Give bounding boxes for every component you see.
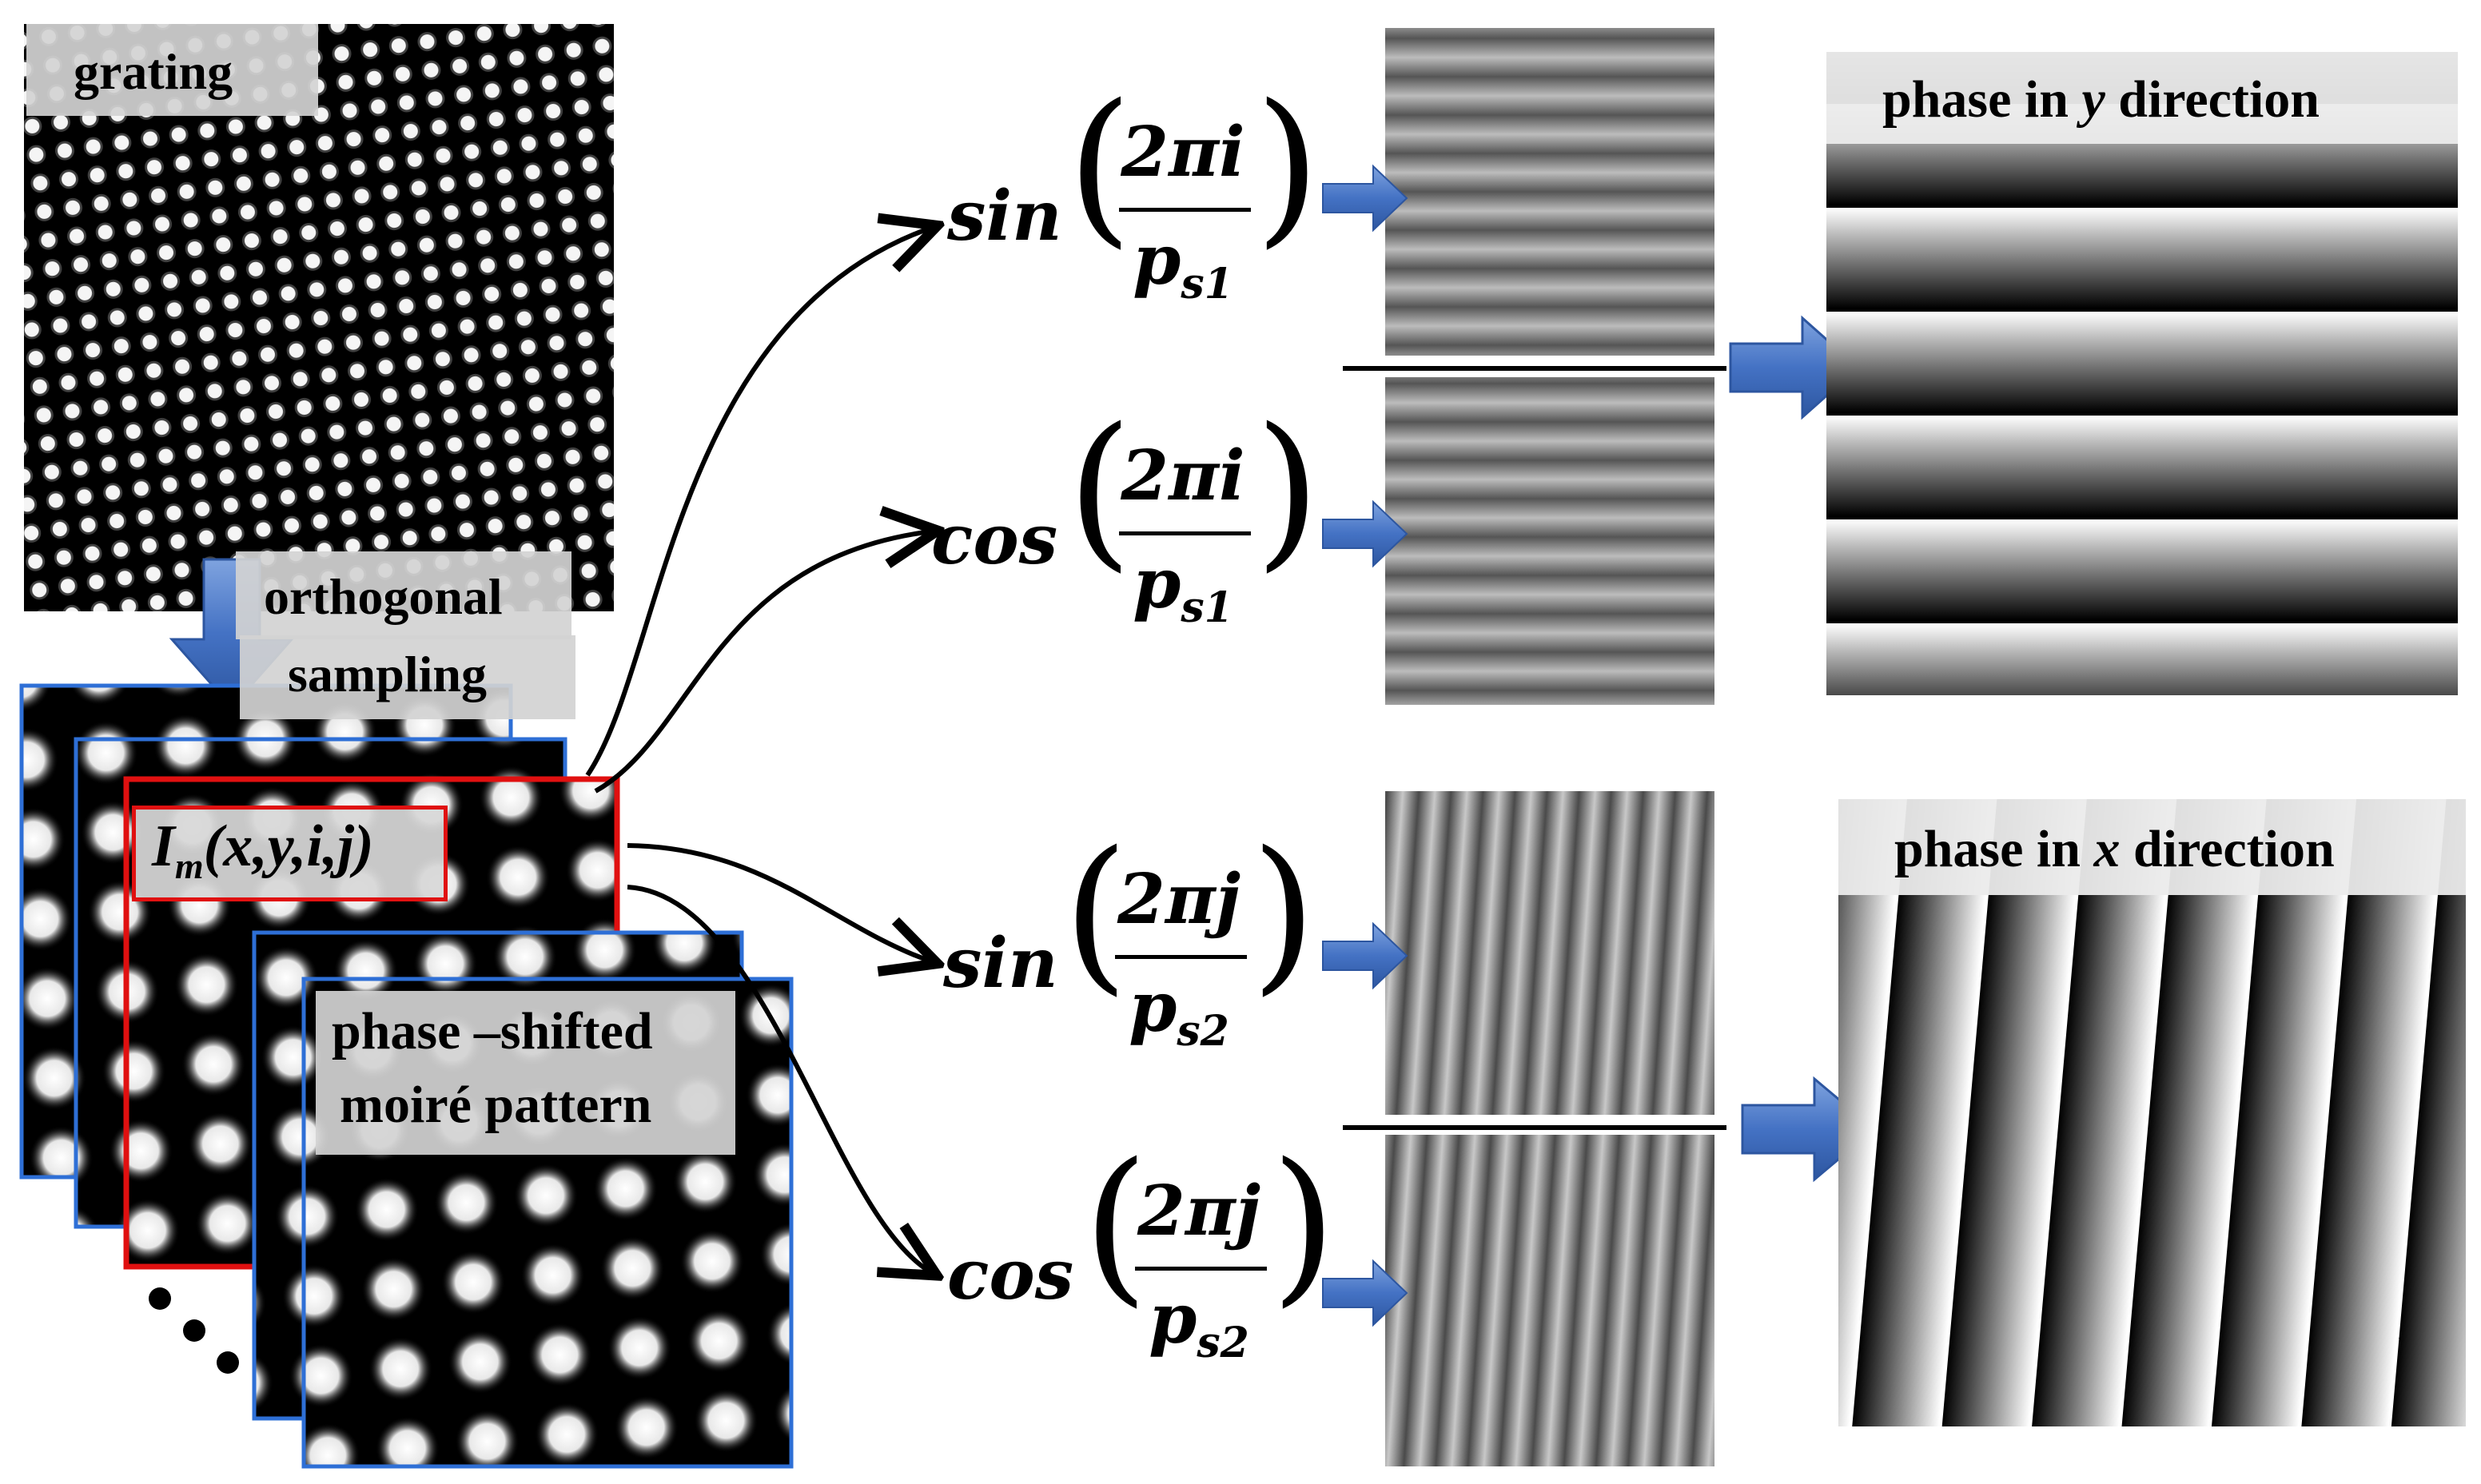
- formula-denominator: ps1: [1133, 543, 1233, 633]
- ellipsis-dot: [183, 1319, 205, 1342]
- intensity-label: Im(x,y,i,j): [152, 817, 374, 885]
- sin-j-fringe-image: [1385, 791, 1714, 1115]
- formula-cos-i: cos ( 2πi ps1 ): [931, 406, 1320, 663]
- phase-y-prefix: phase in: [1882, 70, 2082, 129]
- paren-left: (: [1063, 815, 1129, 1011]
- small-arrow-icon: [1322, 499, 1408, 568]
- formula-fn: cos: [931, 499, 1058, 580]
- cos-i-fringe-image: [1385, 377, 1714, 705]
- formula-bar: [1135, 1267, 1267, 1271]
- phase-y-map: [1826, 52, 2458, 695]
- curve-arrow-sin-j: [627, 843, 931, 961]
- grating-label-bg: [26, 24, 318, 116]
- formula-bar: [1119, 208, 1251, 212]
- paren-right: ): [1251, 815, 1316, 1011]
- division-bar-x: [1343, 1125, 1726, 1130]
- formula-bar: [1115, 955, 1247, 959]
- phase-x-label-bg: [1838, 799, 2466, 895]
- ellipsis-dot: [217, 1351, 239, 1374]
- formula-fn: cos: [947, 1235, 1074, 1315]
- paren-left: (: [1083, 1127, 1149, 1323]
- paren-left: (: [1067, 392, 1133, 587]
- curve-arrow-cos-i: [594, 531, 931, 794]
- phase-x-suffix: direction: [2120, 820, 2335, 878]
- formula-numerator: 2πj: [1117, 859, 1240, 940]
- phase-x-label: phase in x direction: [1894, 823, 2335, 876]
- sin-i-fringe-image: [1385, 28, 1714, 356]
- formula-numerator: 2πi: [1121, 112, 1245, 193]
- formula-sin-i: sin ( 2πi ps1 ): [947, 82, 1320, 340]
- curve-arrow-sin-i: [585, 228, 931, 777]
- phase-x-map: [1838, 799, 2466, 1426]
- phase-y-label: phase in y direction: [1882, 74, 2320, 126]
- formula-fn: sin: [943, 923, 1058, 1004]
- phase-shifted-label-bg: [316, 991, 735, 1155]
- paren-left: (: [1067, 68, 1133, 264]
- paren-right: ): [1271, 1127, 1336, 1323]
- formula-cos-j: cos ( 2πj ps2 ): [947, 1141, 1336, 1398]
- curve-arrow-cos-j: [627, 885, 931, 1272]
- intensity-label-box: [132, 806, 448, 901]
- formula-bar: [1119, 531, 1251, 535]
- small-arrow-icon: [1322, 921, 1408, 990]
- orthogonal-label-bg: [236, 551, 571, 639]
- formula-sin-j: sin ( 2πj ps2 ): [943, 830, 1316, 1087]
- intensity-args: (x,y,i,j): [203, 814, 374, 879]
- grating-label: grating: [74, 43, 233, 100]
- intensity-symbol: I: [152, 814, 175, 879]
- grating-image: [24, 24, 614, 611]
- orthogonal-label: orthogonal: [264, 568, 503, 625]
- phase-shifted-label-line1: phase –shifted: [332, 1002, 653, 1060]
- formula-numerator: 2πj: [1137, 1171, 1260, 1251]
- phase-x-prefix: phase in: [1894, 820, 2094, 878]
- phase-shifted-label-line2: moiré pattern: [340, 1076, 652, 1134]
- small-arrow-icon: [1322, 1259, 1408, 1327]
- phase-y-label-bg: [1826, 52, 2458, 144]
- division-bar-y: [1343, 366, 1726, 371]
- phase-y-suffix: direction: [2105, 70, 2320, 129]
- phase-y-var: y: [2081, 70, 2105, 129]
- intensity-subscript: m: [174, 845, 204, 886]
- sampling-label: sampling: [288, 646, 487, 702]
- ellipsis-dot: [149, 1287, 171, 1310]
- formula-numerator: 2πi: [1121, 436, 1245, 516]
- formula-denominator: ps2: [1149, 1279, 1249, 1368]
- formula-fn: sin: [947, 176, 1062, 257]
- small-arrow-icon: [1322, 164, 1408, 233]
- phase-x-var: x: [2093, 820, 2121, 878]
- sampling-label-bg: [240, 635, 575, 719]
- formula-denominator: ps1: [1133, 220, 1233, 309]
- paren-right: ): [1255, 392, 1320, 587]
- formula-denominator: ps2: [1129, 967, 1229, 1056]
- paren-right: ): [1255, 68, 1320, 264]
- cos-j-fringe-image: [1385, 1135, 1714, 1466]
